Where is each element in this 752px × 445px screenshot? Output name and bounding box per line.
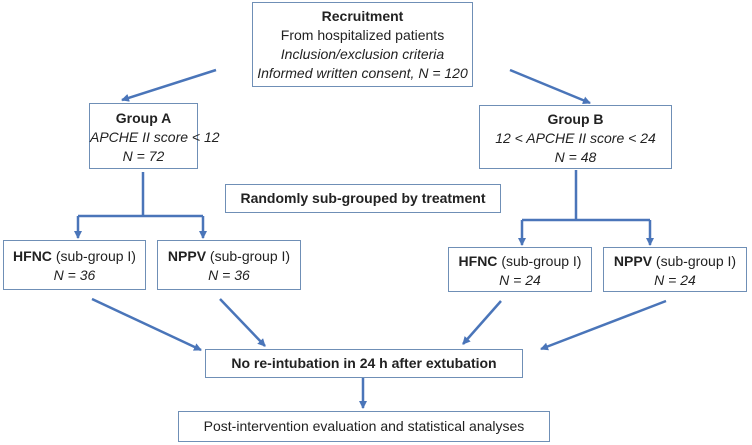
- randomize-box: Randomly sub-grouped by treatment: [225, 184, 501, 213]
- b-nppv-label: NPPV (sub-group I): [604, 252, 746, 271]
- group-b-criteria: 12 < APCHE II score < 24: [495, 130, 656, 146]
- arrow-b-hfnc-to-outcome: [462, 300, 502, 345]
- b-hfnc-name: HFNC: [458, 253, 498, 269]
- group-a-box: Group A APCHE II score < 12 N = 72: [89, 103, 220, 169]
- group-b-box: Group B 12 < APCHE II score < 24 N = 48: [479, 105, 672, 169]
- a-hfnc-box: HFNC (sub-group I) N = 36: [3, 240, 146, 290]
- a-hfnc-subgroup: (sub-group I): [55, 248, 136, 264]
- randomize-label: Randomly sub-grouped by treatment: [240, 190, 486, 206]
- a-nppv-subgroup: (sub-group I): [209, 248, 291, 264]
- arrow-b-nppv-to-outcome: [540, 299, 667, 351]
- group-a-criteria: APCHE II score < 12: [90, 129, 220, 145]
- recruitment-title: Recruitment: [321, 8, 404, 24]
- b-nppv-name: NPPV: [613, 253, 653, 269]
- arrow-a-hfnc-to-outcome: [91, 297, 202, 352]
- recruitment-source: From hospitalized patients: [280, 27, 445, 43]
- a-hfnc-count: N = 36: [53, 267, 96, 283]
- evaluation-box: Post-intervention evaluation and statist…: [178, 411, 550, 442]
- b-hfnc-count: N = 24: [499, 272, 541, 288]
- a-nppv-count: N = 36: [208, 267, 250, 283]
- arrow-recruitment-to-group-b: [509, 68, 591, 105]
- b-hfnc-subgroup: (sub-group I): [501, 253, 582, 269]
- b-nppv-count: N = 24: [654, 272, 696, 288]
- recruitment-consent: Informed written consent, N = 120: [257, 65, 468, 81]
- b-hfnc-box: HFNC (sub-group I) N = 24: [448, 247, 592, 292]
- outcome-box: No re-intubation in 24 h after extubatio…: [205, 349, 523, 378]
- a-hfnc-label: HFNC (sub-group I): [4, 247, 145, 266]
- arrow-recruitment-to-group-a: [121, 68, 217, 102]
- a-nppv-box: NPPV (sub-group I) N = 36: [157, 240, 301, 290]
- b-nppv-subgroup: (sub-group I): [655, 253, 737, 269]
- group-b-title: Group B: [547, 111, 604, 127]
- a-nppv-label: NPPV (sub-group I): [158, 247, 300, 266]
- a-hfnc-name: HFNC: [13, 248, 52, 264]
- a-nppv-name: NPPV: [167, 248, 207, 264]
- b-hfnc-label: HFNC (sub-group I): [449, 252, 591, 271]
- recruitment-box: Recruitment From hospitalized patients I…: [252, 2, 473, 87]
- evaluation-label: Post-intervention evaluation and statist…: [203, 418, 525, 434]
- recruitment-criteria: Inclusion/exclusion criteria: [280, 46, 445, 62]
- outcome-label: No re-intubation in 24 h after extubatio…: [231, 355, 497, 371]
- b-nppv-box: NPPV (sub-group I) N = 24: [603, 247, 747, 292]
- group-a-title: Group A: [115, 110, 172, 126]
- group-b-count: N = 48: [554, 149, 597, 165]
- group-a-count: N = 72: [122, 148, 165, 164]
- arrow-a-nppv-to-outcome: [219, 298, 266, 347]
